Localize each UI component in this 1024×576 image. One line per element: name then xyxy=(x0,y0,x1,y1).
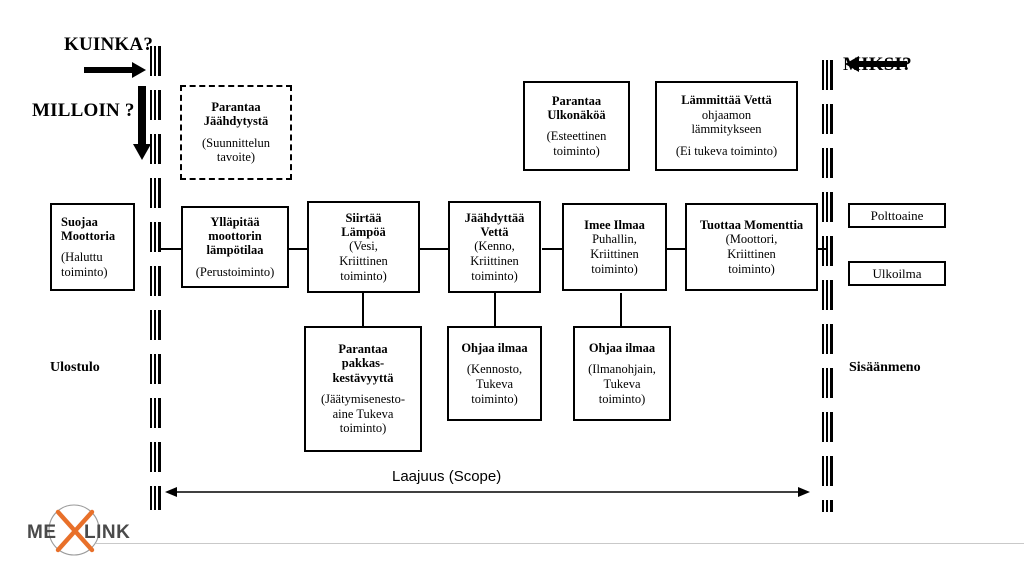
connector-siirtaa-to-pakkas xyxy=(362,293,364,326)
box-sub-line1: (Ilmanohjain, xyxy=(588,362,656,376)
box-title-line1: Ylläpitää xyxy=(210,214,260,229)
box-parantaa-pakkaskestavyytta[interactable]: Parantaa pakkas- kestävyyttä (Jäätymisen… xyxy=(304,326,422,452)
box-sub-line3: toiminto) xyxy=(591,261,638,276)
box-ohjaa-ilmaa-ilmanohjain[interactable]: Ohjaa ilmaa (Ilmanohjain, Tukeva toimint… xyxy=(573,326,671,421)
box-sub-line3: toiminto) xyxy=(340,268,387,283)
box-sub-line1: (Haluttu xyxy=(61,250,103,264)
connector-jaahdyttaa-imee xyxy=(542,248,562,250)
box-sub-line3: (Ei tukeva toiminto) xyxy=(675,144,778,158)
kuinka-arrow xyxy=(84,62,146,78)
connector-imee-to-ilmanohjain xyxy=(620,293,622,326)
box-ulkoilma[interactable]: Ulkoilma xyxy=(848,261,946,286)
label-sisaanmeno: Sisäänmeno xyxy=(849,360,921,375)
box-sub-line2: tavoite) xyxy=(216,150,256,165)
box-sub-line2: Kriittinen xyxy=(470,253,519,268)
connector-imee-tuottaa xyxy=(667,248,685,250)
box-title-line3: kestävyyttä xyxy=(332,370,394,385)
connector-tuottaa-barrier xyxy=(818,248,828,250)
box-title-line2: Vettä xyxy=(480,224,509,239)
box-sub-line3: toiminto) xyxy=(728,261,775,276)
box-title-line1: Siirtää xyxy=(345,210,382,225)
box-sub-line2: Kriittinen xyxy=(339,253,388,268)
box-sub-line1: (Suunnittelun xyxy=(201,135,271,150)
box-siirtaa-lampoa[interactable]: Siirtää Lämpöä (Vesi, Kriittinen toimint… xyxy=(307,201,420,293)
box-sub-line1: (Jäätymisenesto- xyxy=(320,391,405,406)
box-sub-line1: (Esteettinen xyxy=(546,129,607,143)
connector-siirtaa-jaahdyttaa xyxy=(420,248,448,250)
box-sub-line2: lämmitykseen xyxy=(691,122,762,137)
mexlink-logo: ME LINK xyxy=(22,502,142,562)
box-suojaa-moottoria[interactable]: Suojaa Moottoria (Haluttu toiminto) xyxy=(50,203,135,291)
logo-text-right: LINK xyxy=(84,522,131,543)
box-yllapitaa-moottorin-lampotilaa[interactable]: Ylläpitää moottorin lämpötilaa (Perustoi… xyxy=(181,206,289,288)
barrier-left xyxy=(150,46,161,510)
box-sub-line1: (Perustoiminto) xyxy=(195,264,275,279)
box-sub-line1: (Moottori, xyxy=(725,232,778,246)
box-sub-line3: toiminto) xyxy=(471,391,518,406)
miksi-arrow xyxy=(845,56,907,72)
box-jaahdyttaa-vetta[interactable]: Jäähdyttää Vettä (Kenno, Kriittinen toim… xyxy=(448,201,541,293)
box-lammittaa-vetta[interactable]: Lämmittää Vettä ohjaamon lämmitykseen (E… xyxy=(655,81,798,171)
box-sub-line2: aine Tukeva xyxy=(332,406,394,421)
box-title-line2: moottorin xyxy=(208,229,262,243)
box-title-line2: pakkas- xyxy=(341,356,385,371)
label-laajuus-scope: Laajuus (Scope) xyxy=(392,468,502,485)
footer-divider xyxy=(96,543,1024,544)
label-milloin: MILLOIN ? xyxy=(32,100,135,121)
box-label: Polttoaine xyxy=(870,207,924,223)
box-sub-line2: Tukeva xyxy=(475,376,514,391)
box-sub-line1: (Kenno, xyxy=(474,239,515,254)
box-sub-line1: ohjaamon xyxy=(701,107,752,122)
box-title-line1: Jäähdyttää xyxy=(464,210,525,225)
milloin-arrow xyxy=(133,86,151,160)
box-title-line1: Parantaa xyxy=(211,100,261,114)
box-title-line1: Ohjaa ilmaa xyxy=(461,340,528,355)
box-title-line1: Imee Ilmaa xyxy=(584,217,645,232)
box-sub-line1: (Vesi, xyxy=(349,239,378,254)
box-parantaa-ulkonakoa[interactable]: Parantaa Ulkonäköä (Esteettinen toiminto… xyxy=(523,81,630,171)
box-label: Ulkoilma xyxy=(872,265,922,281)
box-ohjaa-ilmaa-kennosto[interactable]: Ohjaa ilmaa (Kennosto, Tukeva toiminto) xyxy=(447,326,542,421)
box-title-line1: Tuottaa Momenttia xyxy=(699,217,804,232)
box-sub-line3: toiminto) xyxy=(598,391,646,406)
box-sub-line2: Tukeva xyxy=(603,376,641,391)
box-parantaa-jaahdytysta[interactable]: Parantaa Jäähdytystä (Suunnittelun tavoi… xyxy=(180,85,292,180)
box-title-line1: Lämmittää Vettä xyxy=(681,93,772,108)
box-sub-line1: (Kennosto, xyxy=(466,362,523,376)
box-sub-line2: Kriittinen xyxy=(727,246,776,261)
box-sub-line2: toiminto) xyxy=(61,264,108,279)
label-kuinka: KUINKA? xyxy=(64,34,154,55)
box-imee-ilmaa[interactable]: Imee Ilmaa Puhallin, Kriittinen toiminto… xyxy=(562,203,667,291)
box-sub-line2: Kriittinen xyxy=(590,246,639,261)
box-title-line3: lämpötilaa xyxy=(206,243,264,258)
box-title-line2: Jäähdytystä xyxy=(203,114,269,129)
box-sub-line2: toiminto) xyxy=(553,143,600,158)
box-title-line1: Parantaa xyxy=(338,342,388,356)
box-sub-line3: toiminto) xyxy=(339,421,387,436)
box-sub-line3: toiminto) xyxy=(471,268,518,283)
scope-double-arrow xyxy=(165,487,810,497)
box-polttoaine[interactable]: Polttoaine xyxy=(848,203,946,228)
label-ulostulo: Ulostulo xyxy=(50,360,100,375)
box-title-line2: Ulkonäköä xyxy=(547,107,606,122)
box-sub-line1: Puhallin, xyxy=(592,232,637,246)
barrier-right xyxy=(822,60,833,512)
box-tuottaa-momenttia[interactable]: Tuottaa Momenttia (Moottori, Kriittinen … xyxy=(685,203,818,291)
connector-barrier-to-yllapitaa xyxy=(158,248,182,250)
logo-text-left: ME xyxy=(27,522,57,543)
connector-jaahdyttaa-to-kennosto xyxy=(494,293,496,326)
box-title-line1: Ohjaa ilmaa xyxy=(588,340,656,355)
connector-yllapitaa-siirtaa xyxy=(289,248,307,250)
box-title-line2: Moottoria xyxy=(61,228,116,243)
box-title-line2: Lämpöä xyxy=(341,224,386,239)
box-title-line1: Parantaa xyxy=(551,93,602,108)
box-title-line1: Suojaa xyxy=(61,214,98,229)
